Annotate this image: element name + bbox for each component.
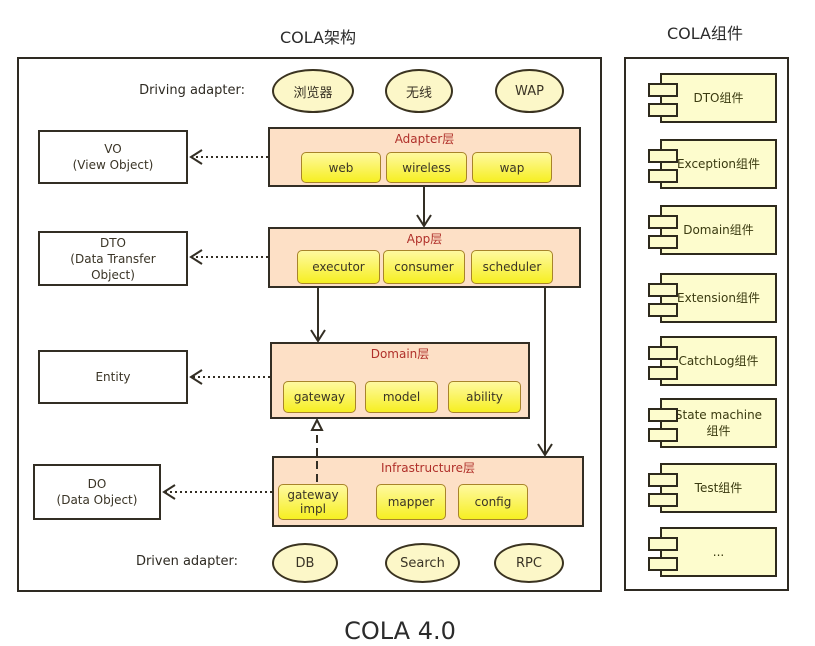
component-label: CatchLog组件 <box>678 354 759 368</box>
component-tab-icon <box>648 215 678 229</box>
architecture-title: COLA架构 <box>280 28 356 47</box>
component-domain: Domain组件 <box>648 205 777 255</box>
module-gateway: gateway <box>283 381 356 413</box>
infrastructure-layer: Infrastructure层 gateway impl mapper conf… <box>272 456 584 527</box>
component-catchlog: CatchLog组件 <box>648 336 777 386</box>
component-tab-icon <box>648 283 678 297</box>
component-tab-icon <box>648 408 678 422</box>
module-consumer: consumer <box>383 250 465 284</box>
component-more: ... <box>648 527 777 577</box>
component-label: Exception组件 <box>676 157 761 171</box>
component-tab-icon <box>648 557 678 571</box>
component-dto: DTO组件 <box>648 73 777 123</box>
component-extension: Extension组件 <box>648 273 777 323</box>
app-layer: App层 executor consumer scheduler <box>268 227 581 288</box>
components-title: COLA组件 <box>667 24 743 43</box>
do-box: DO (Data Object) <box>33 464 161 520</box>
module-ability: ability <box>448 381 521 413</box>
domain-layer: Domain层 gateway model ability <box>270 342 530 419</box>
driven-adapter-search: Search <box>385 543 460 583</box>
component-tab-icon <box>648 103 678 117</box>
component-tab-icon <box>648 303 678 317</box>
component-label: Domain组件 <box>683 223 754 237</box>
driven-adapter-db: DB <box>272 543 338 583</box>
module-scheduler: scheduler <box>471 250 553 284</box>
driven-adapter-label: Driven adapter: <box>135 554 238 569</box>
driving-adapter-wap: WAP <box>495 69 564 113</box>
component-label: Test组件 <box>694 481 743 495</box>
app-layer-title: App层 <box>406 232 443 246</box>
bottom-title: COLA 4.0 <box>344 617 456 645</box>
module-gateway-impl: gateway impl <box>278 484 348 520</box>
driving-adapter-browser: 浏览器 <box>272 69 354 113</box>
module-wap: wap <box>472 152 552 183</box>
component-tab-icon <box>648 428 678 442</box>
module-wireless: wireless <box>386 152 467 183</box>
module-executor: executor <box>297 250 380 284</box>
adapter-layer-title: Adapter层 <box>394 132 455 146</box>
driving-adapter-label: Driving adapter: <box>139 83 245 98</box>
component-tab-icon <box>648 346 678 360</box>
component-tab-icon <box>648 366 678 380</box>
module-mapper: mapper <box>376 484 446 520</box>
component-tab-icon <box>648 83 678 97</box>
component-label: DTO组件 <box>693 91 744 105</box>
driven-adapter-rpc: RPC <box>494 543 564 583</box>
component-exception: Exception组件 <box>648 139 777 189</box>
module-model: model <box>365 381 438 413</box>
component-label: Extension组件 <box>677 291 760 305</box>
component-tab-icon <box>648 493 678 507</box>
component-tab-icon <box>648 169 678 183</box>
vo-box: VO (View Object) <box>38 130 188 184</box>
component-test: Test组件 <box>648 463 777 513</box>
component-label: State machine 组件 <box>674 408 763 438</box>
component-tab-icon <box>648 537 678 551</box>
component-tab-icon <box>648 235 678 249</box>
component-state-machine: State machine 组件 <box>648 398 777 448</box>
module-web: web <box>301 152 381 183</box>
adapter-layer: Adapter层 web wireless wap <box>268 127 581 187</box>
driving-adapter-wireless: 无线 <box>385 69 453 113</box>
dto-box: DTO (Data Transfer Object) <box>38 231 188 286</box>
entity-box: Entity <box>38 350 188 404</box>
component-tab-icon <box>648 473 678 487</box>
component-label: ... <box>712 545 725 559</box>
component-tab-icon <box>648 149 678 163</box>
domain-layer-title: Domain层 <box>370 347 430 361</box>
infrastructure-layer-title: Infrastructure层 <box>380 461 476 475</box>
module-config: config <box>458 484 528 520</box>
